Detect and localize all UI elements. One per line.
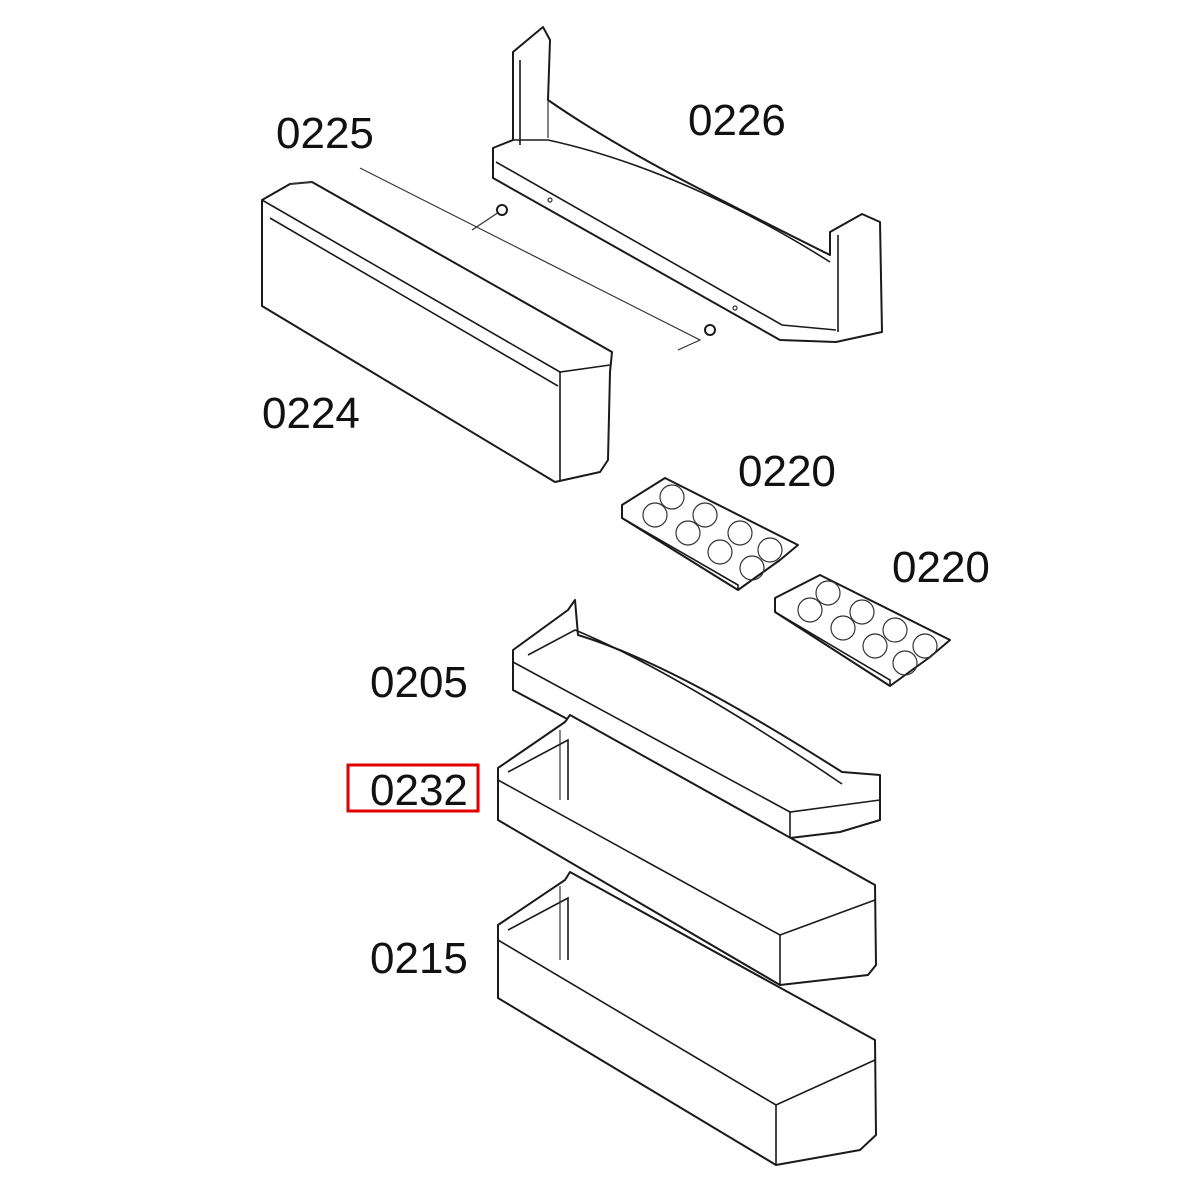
highlight-box-0232 xyxy=(346,763,480,813)
part-0226-shelf[interactable] xyxy=(492,26,883,343)
label-0226: 0226 xyxy=(688,96,786,145)
part-0205-rail[interactable] xyxy=(512,599,881,839)
label-0205: 0205 xyxy=(370,658,468,707)
label-0215: 0215 xyxy=(370,934,468,983)
part-0225-screws[interactable] xyxy=(359,167,716,351)
label-0232: 0232 xyxy=(370,766,468,815)
label-0224: 0224 xyxy=(262,389,360,438)
part-0215-shelf[interactable] xyxy=(497,871,877,1166)
part-0232-shelf[interactable] xyxy=(497,714,877,986)
part-0220-egg-tray-b[interactable] xyxy=(774,574,951,687)
part-0224-guard[interactable] xyxy=(261,181,613,483)
part-0220-egg-tray-a[interactable] xyxy=(621,477,799,591)
label-0220-b: 0220 xyxy=(892,543,990,592)
label-0220-a: 0220 xyxy=(738,447,836,496)
label-0225: 0225 xyxy=(276,109,374,158)
